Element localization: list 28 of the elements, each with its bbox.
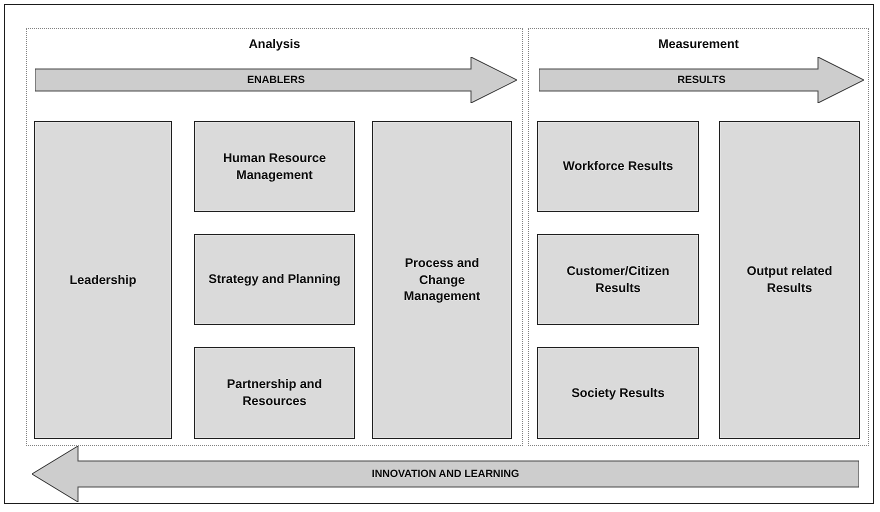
group-panel	[26, 28, 523, 446]
box-label: Strategy and Planning	[208, 271, 342, 288]
criterion-box	[194, 234, 355, 325]
block-arrow	[539, 57, 864, 103]
criterion-box	[719, 121, 860, 439]
criterion-box	[537, 234, 699, 325]
criterion-box	[194, 347, 355, 439]
criterion-box	[194, 121, 355, 212]
block-arrow	[35, 57, 517, 103]
box-label: Customer/Citizen Results	[566, 262, 670, 296]
arrow-label: INNOVATION AND LEARNING	[372, 468, 520, 480]
group-panel	[528, 28, 869, 446]
group-title: Measurement	[658, 37, 739, 51]
arrow-label: RESULTS	[677, 74, 726, 86]
box-label: Society Results	[570, 384, 666, 402]
criterion-box	[537, 121, 699, 212]
box-label: Workforce Results	[562, 158, 674, 175]
box-label: Leadership	[68, 272, 138, 288]
criterion-box	[537, 347, 699, 439]
box-label: Human Resource Management	[222, 150, 327, 184]
group-title: Analysis	[248, 37, 300, 51]
arrow-label: ENABLERS	[247, 74, 305, 86]
box-label: Partnership and Resources	[226, 376, 324, 410]
criterion-box	[34, 121, 172, 439]
block-arrow	[32, 446, 859, 502]
box-label: Process and Change Management	[402, 254, 482, 306]
criterion-box	[372, 121, 512, 439]
box-label: Output related Results	[746, 263, 834, 297]
